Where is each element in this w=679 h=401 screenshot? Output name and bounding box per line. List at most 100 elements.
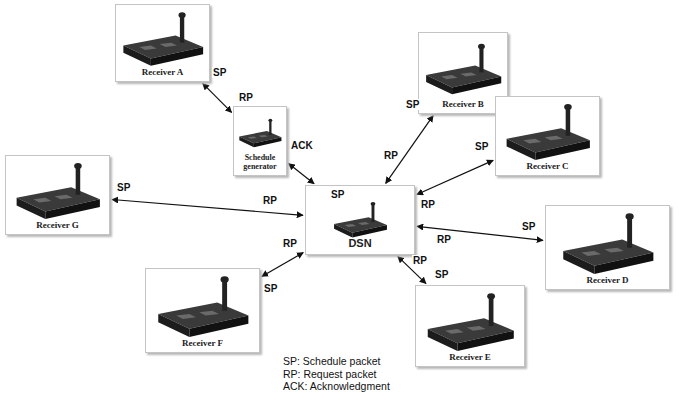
receiver-node: Receiver F [145, 268, 260, 353]
router-icon [237, 111, 283, 154]
router-icon [149, 273, 256, 339]
router-antenna [372, 204, 375, 222]
legend-row: ACK: Acknowledgment [283, 380, 390, 393]
router-antenna [489, 296, 494, 326]
router-antenna [222, 280, 227, 311]
packet-label: RP [383, 150, 399, 161]
receiver-node: Receiver C [495, 96, 600, 176]
router-antenna-tip [564, 104, 572, 110]
router-icon [419, 290, 521, 353]
packet-label: RP [436, 234, 452, 245]
router-antenna-tip [371, 202, 376, 206]
legend-text: ACK: Acknowledgment [283, 380, 390, 393]
router-pad [581, 251, 601, 256]
receiver-node: Receiver E [415, 285, 525, 367]
router-pad [199, 311, 219, 316]
router-pad [460, 72, 476, 76]
router-antenna [566, 107, 571, 136]
router-side [254, 137, 282, 147]
router-pad [441, 75, 457, 79]
link-arrow [262, 253, 304, 277]
router-icon [422, 37, 504, 100]
router-pad [258, 135, 267, 137]
router-pad [176, 314, 196, 319]
router-antenna [479, 46, 483, 72]
legend-row: RP: Request packet [283, 368, 390, 381]
router-pad [160, 43, 177, 47]
node-label: Receiver G [36, 221, 79, 230]
link-arrow [203, 83, 232, 112]
node-label: Receiver C [526, 162, 568, 171]
router-pad [523, 139, 541, 144]
packet-label: RP [412, 255, 428, 266]
router-icon [9, 160, 106, 221]
router-antenna-tip [74, 163, 82, 169]
router-antenna [627, 217, 632, 248]
legend-row: SP: Schedule packet [283, 355, 390, 368]
router-antenna-tip [487, 293, 495, 299]
router-side [151, 47, 203, 66]
router-antenna-tip [221, 276, 229, 283]
router-side [189, 316, 248, 337]
packet-label: SP [116, 182, 131, 193]
router-side [45, 199, 100, 219]
router-pad [345, 224, 357, 227]
packet-label: SP [263, 283, 278, 294]
router-pad [467, 326, 486, 331]
router-pad [33, 198, 51, 203]
router-antenna [76, 166, 81, 195]
router-icon [549, 210, 666, 276]
dsn-node: DSN [305, 185, 415, 255]
link-arrow [417, 160, 493, 194]
router-antenna-tip [178, 12, 185, 18]
receiver-node: Schedule generator [233, 106, 287, 176]
packet-label: RP [238, 92, 254, 103]
packet-label: SP [405, 99, 420, 110]
router-icon [119, 9, 206, 68]
node-label: Receiver A [142, 68, 184, 77]
router-pad [445, 329, 464, 334]
packet-label: SP [474, 141, 489, 152]
router-side [594, 253, 653, 274]
packet-label: SP [434, 269, 449, 280]
node-label: Receiver B [442, 100, 484, 109]
router-antenna-tip [478, 44, 485, 49]
legend-text: SP: Schedule packet [283, 355, 380, 368]
router-icon [309, 200, 411, 238]
router-pad [358, 222, 370, 225]
router-antenna-tip [626, 213, 634, 220]
router-icon [499, 101, 596, 162]
router-pad [248, 136, 257, 138]
packet-label: SP [330, 189, 345, 200]
router-pad [54, 195, 72, 200]
router-side [457, 331, 513, 351]
router-pad [604, 248, 624, 253]
router-antenna-tip [268, 119, 272, 122]
edge-label: ACK [290, 140, 314, 151]
node-label: Receiver F [182, 339, 223, 348]
router-side [352, 225, 387, 237]
node-label: Receiver D [586, 276, 628, 285]
legend: SP: Schedule packetRP: Request packetACK… [283, 355, 390, 393]
legend-text: RP: Request packet [283, 368, 376, 381]
receiver-node: Receiver A [115, 4, 210, 82]
router-side [535, 140, 590, 160]
packet-label: SP [521, 221, 536, 232]
router-antenna [269, 120, 271, 135]
packet-label: RP [262, 195, 278, 206]
node-label: Schedule generator [237, 154, 283, 171]
packet-label: SP [212, 67, 227, 78]
node-label: DSN [348, 238, 371, 250]
receiver-node: Receiver D [545, 205, 670, 290]
node-label: Receiver E [449, 353, 491, 362]
receiver-node: Receiver G [5, 155, 110, 235]
router-antenna [180, 15, 184, 43]
router-pad [139, 46, 156, 50]
packet-label: RP [420, 199, 436, 210]
router-side [452, 76, 501, 94]
link-arrow [289, 164, 315, 184]
router-pad [544, 136, 562, 141]
packet-label: RP [282, 238, 298, 249]
